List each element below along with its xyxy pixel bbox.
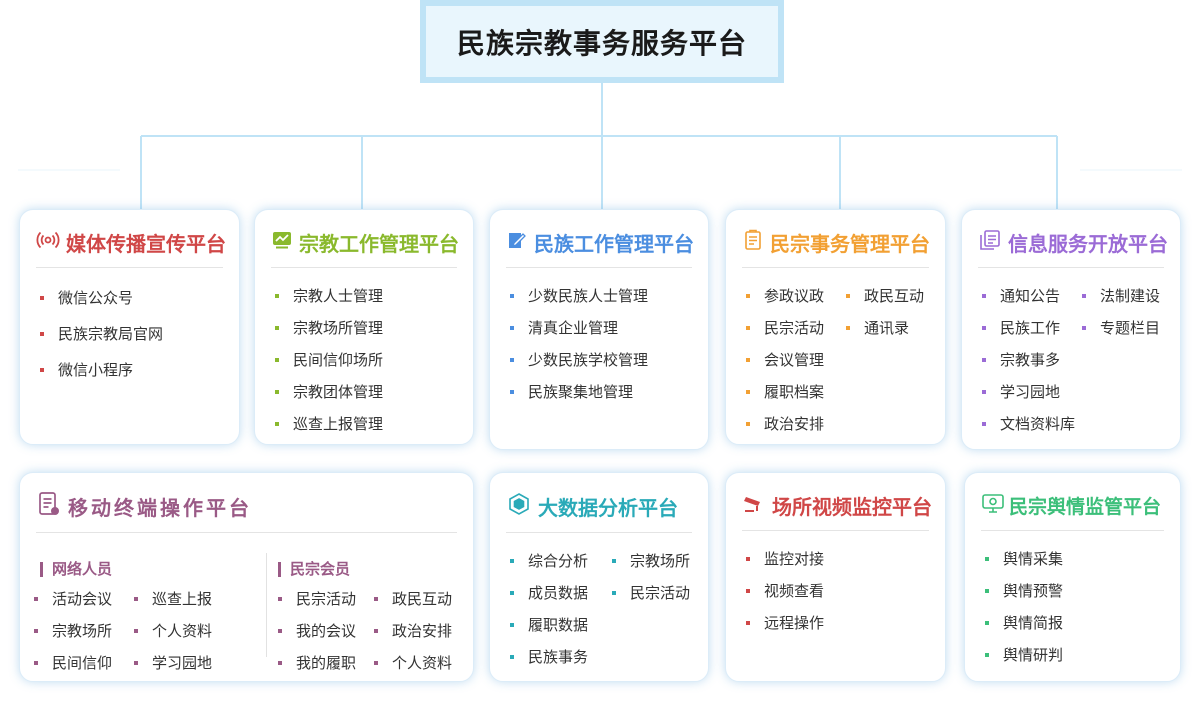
list-item[interactable]: 个人资料 (134, 615, 212, 647)
list-item[interactable]: 履职数据 (510, 609, 612, 641)
mobile-doc-icon (36, 491, 62, 522)
list-item[interactable]: 舆情研判 (985, 639, 1180, 671)
group-members: 民宗会员 民宗活动 我的会议 我的履职 政民互动 政治安排 个人资料 (278, 545, 452, 679)
card-info: 信息服务开放平台 通知公告 民族工作 宗教事多 学习园地 文档资料库 法制建设 … (961, 209, 1181, 450)
card-title: 场所视频监控平台 (772, 495, 932, 519)
list-item[interactable]: 少数民族学校管理 (510, 344, 708, 376)
list-item[interactable]: 学习园地 (982, 376, 1082, 408)
list-item[interactable]: 成员数据 (510, 577, 612, 609)
document-list-icon (742, 229, 764, 256)
group-divider (266, 553, 267, 657)
list-item[interactable]: 个人资料 (374, 647, 452, 679)
card-media: 媒体传播宣传平台 微信公众号 民族宗教局官网 微信小程序 (19, 209, 240, 445)
list-item[interactable]: 清真企业管理 (510, 312, 708, 344)
list-item[interactable]: 微信公众号 (40, 280, 239, 316)
list-item[interactable]: 学习园地 (134, 647, 212, 679)
card-ethnic: 民族工作管理平台 少数民族人士管理 清真企业管理 少数民族学校管理 民族聚集地管… (489, 209, 709, 450)
card-video: 场所视频监控平台 监控对接 视频查看 远程操作 (725, 472, 946, 682)
list-item[interactable]: 宗教团体管理 (275, 376, 473, 408)
list-item[interactable]: 舆情采集 (985, 543, 1180, 575)
list-item[interactable]: 民族工作 (982, 312, 1082, 344)
group-title: 民宗会员 (278, 555, 452, 583)
list-item[interactable]: 民宗活动 (746, 312, 846, 344)
group-title: 网络人员 (40, 555, 278, 583)
list-item[interactable]: 民宗活动 (278, 583, 374, 615)
list-item[interactable]: 远程操作 (746, 607, 945, 639)
list-item[interactable]: 民间信仰场所 (275, 344, 473, 376)
list-item[interactable]: 履职档案 (746, 376, 846, 408)
list-item[interactable]: 我的会议 (278, 615, 374, 647)
monitor-screen-icon (981, 491, 1005, 520)
list-item[interactable]: 活动会议 (34, 583, 134, 615)
cube-network-icon (506, 491, 532, 522)
list-item[interactable]: 巡查上报管理 (275, 408, 473, 440)
card-religion: 宗教工作管理平台 宗教人士管理 宗教场所管理 民间信仰场所 宗教团体管理 巡查上… (254, 209, 474, 445)
list-item[interactable]: 会议管理 (746, 344, 846, 376)
list-item[interactable]: 巡查上报 (134, 583, 212, 615)
info-panel-icon (978, 228, 1002, 257)
list-item[interactable]: 民宗活动 (612, 577, 690, 609)
list-item[interactable]: 我的履职 (278, 647, 374, 679)
list-item[interactable]: 参政议政 (746, 280, 846, 312)
list-item[interactable]: 舆情预警 (985, 575, 1180, 607)
card-title: 移动终端操作平台 (68, 496, 252, 520)
list-item[interactable]: 宗教场所 (612, 545, 690, 577)
card-title: 宗教工作管理平台 (299, 232, 459, 256)
group-network-staff: 网络人员 活动会议 宗教场所 民间信仰 巡查上报 个人资料 学习园地 (34, 545, 278, 679)
card-title: 民族工作管理平台 (534, 232, 694, 256)
list-item[interactable]: 民族宗教局官网 (40, 316, 239, 352)
list-item[interactable]: 通知公告 (982, 280, 1082, 312)
list-item[interactable]: 微信小程序 (40, 352, 239, 388)
list-item[interactable]: 宗教场所管理 (275, 312, 473, 344)
list-item[interactable]: 法制建设 (1082, 280, 1160, 312)
list-item[interactable]: 视频查看 (746, 575, 945, 607)
card-title: 媒体传播宣传平台 (66, 232, 226, 256)
cctv-camera-icon (742, 491, 766, 520)
card-opinion: 民宗舆情监管平台 舆情采集 舆情预警 舆情简报 舆情研判 (964, 472, 1181, 682)
platform-root: 民族宗教事务服务平台 (420, 0, 784, 83)
list-item[interactable]: 宗教场所 (34, 615, 134, 647)
list-item[interactable]: 政治安排 (374, 615, 452, 647)
list-item[interactable]: 文档资料库 (982, 408, 1082, 440)
chart-board-icon (271, 229, 293, 256)
list-item[interactable]: 综合分析 (510, 545, 612, 577)
edit-book-icon (506, 229, 528, 256)
card-title: 民宗事务管理平台 (770, 232, 930, 256)
list-item[interactable]: 政民互动 (374, 583, 452, 615)
card-title: 民宗舆情监管平台 (1009, 496, 1162, 518)
list-item[interactable]: 政治安排 (746, 408, 846, 440)
list-item[interactable]: 政民互动 (846, 280, 924, 312)
list-item[interactable]: 监控对接 (746, 543, 945, 575)
card-title: 信息服务开放平台 (1008, 232, 1168, 256)
list-item[interactable]: 舆情简报 (985, 607, 1180, 639)
list-item[interactable]: 民间信仰 (34, 647, 134, 679)
list-item[interactable]: 民族事务 (510, 641, 612, 673)
card-title: 大数据分析平台 (538, 496, 678, 520)
list-item[interactable]: 通讯录 (846, 312, 924, 344)
card-affairs: 民宗事务管理平台 参政议政 民宗活动 会议管理 履职档案 政治安排 政民互动 通… (725, 209, 946, 445)
list-item[interactable]: 宗教人士管理 (275, 280, 473, 312)
list-item[interactable]: 专题栏目 (1082, 312, 1160, 344)
card-bigdata: 大数据分析平台 综合分析 成员数据 履职数据 民族事务 宗教场所 民宗活动 (489, 472, 709, 682)
broadcast-icon (36, 228, 60, 257)
list-item[interactable]: 少数民族人士管理 (510, 280, 708, 312)
card-mobile: 移动终端操作平台 网络人员 活动会议 宗教场所 民间信仰 巡查上报 个人资料 学… (19, 472, 474, 682)
platform-title: 民族宗教事务服务平台 (426, 6, 778, 77)
list-item[interactable]: 宗教事多 (982, 344, 1082, 376)
list-item[interactable]: 民族聚集地管理 (510, 376, 708, 408)
